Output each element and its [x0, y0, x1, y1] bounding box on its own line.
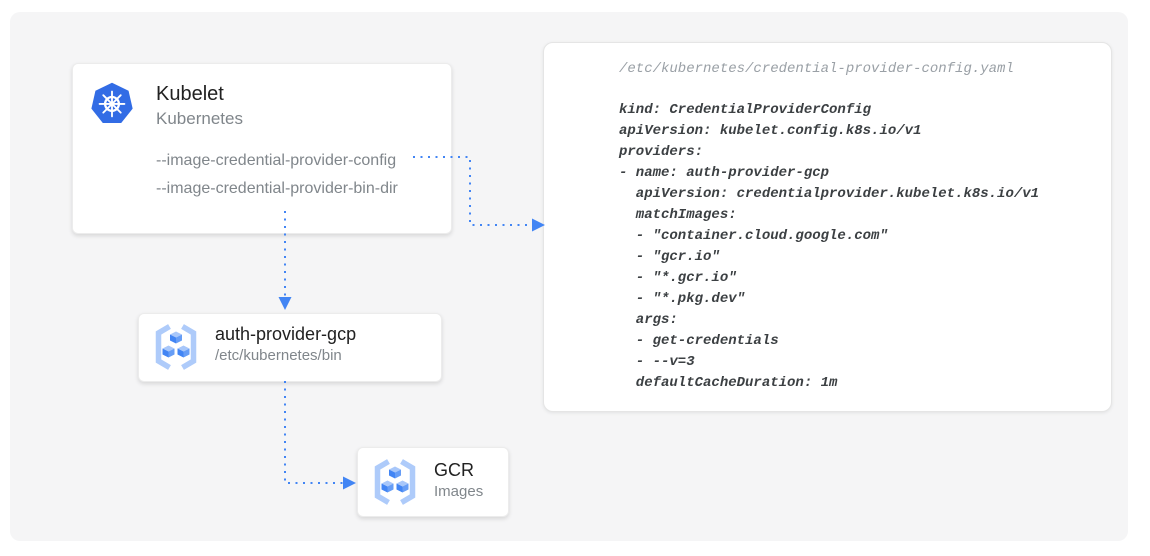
- kubernetes-icon: [91, 82, 133, 123]
- kubelet-card: Kubelet Kubernetes --image-credential-pr…: [72, 63, 452, 234]
- auth-provider-path: /etc/kubernetes/bin: [215, 347, 342, 364]
- gcr-title: GCR: [434, 460, 474, 480]
- auth-provider-card: auth-provider-gcp /etc/kubernetes/bin: [138, 313, 442, 382]
- kubelet-flags: --image-credential-provider-config --ima…: [156, 147, 398, 203]
- kubelet-title: Kubelet: [156, 83, 224, 105]
- gcr-card: GCR Images: [357, 447, 509, 517]
- config-file-path: /etc/kubernetes/credential-provider-conf…: [619, 61, 1014, 77]
- flag-image-credential-provider-bin-dir: --image-credential-provider-bin-dir: [156, 180, 398, 197]
- flag-image-credential-provider-config: --image-credential-provider-config: [156, 152, 397, 169]
- kubelet-subtitle: Kubernetes: [156, 109, 243, 128]
- container-registry-icon: [374, 459, 416, 505]
- config-file-panel: /etc/kubernetes/credential-provider-conf…: [543, 42, 1112, 412]
- config-yaml-code: kind: CredentialProviderConfig apiVersio…: [619, 102, 1040, 391]
- auth-provider-title: auth-provider-gcp: [215, 324, 357, 344]
- container-registry-icon: [155, 324, 197, 370]
- gcr-subtitle: Images: [434, 483, 484, 500]
